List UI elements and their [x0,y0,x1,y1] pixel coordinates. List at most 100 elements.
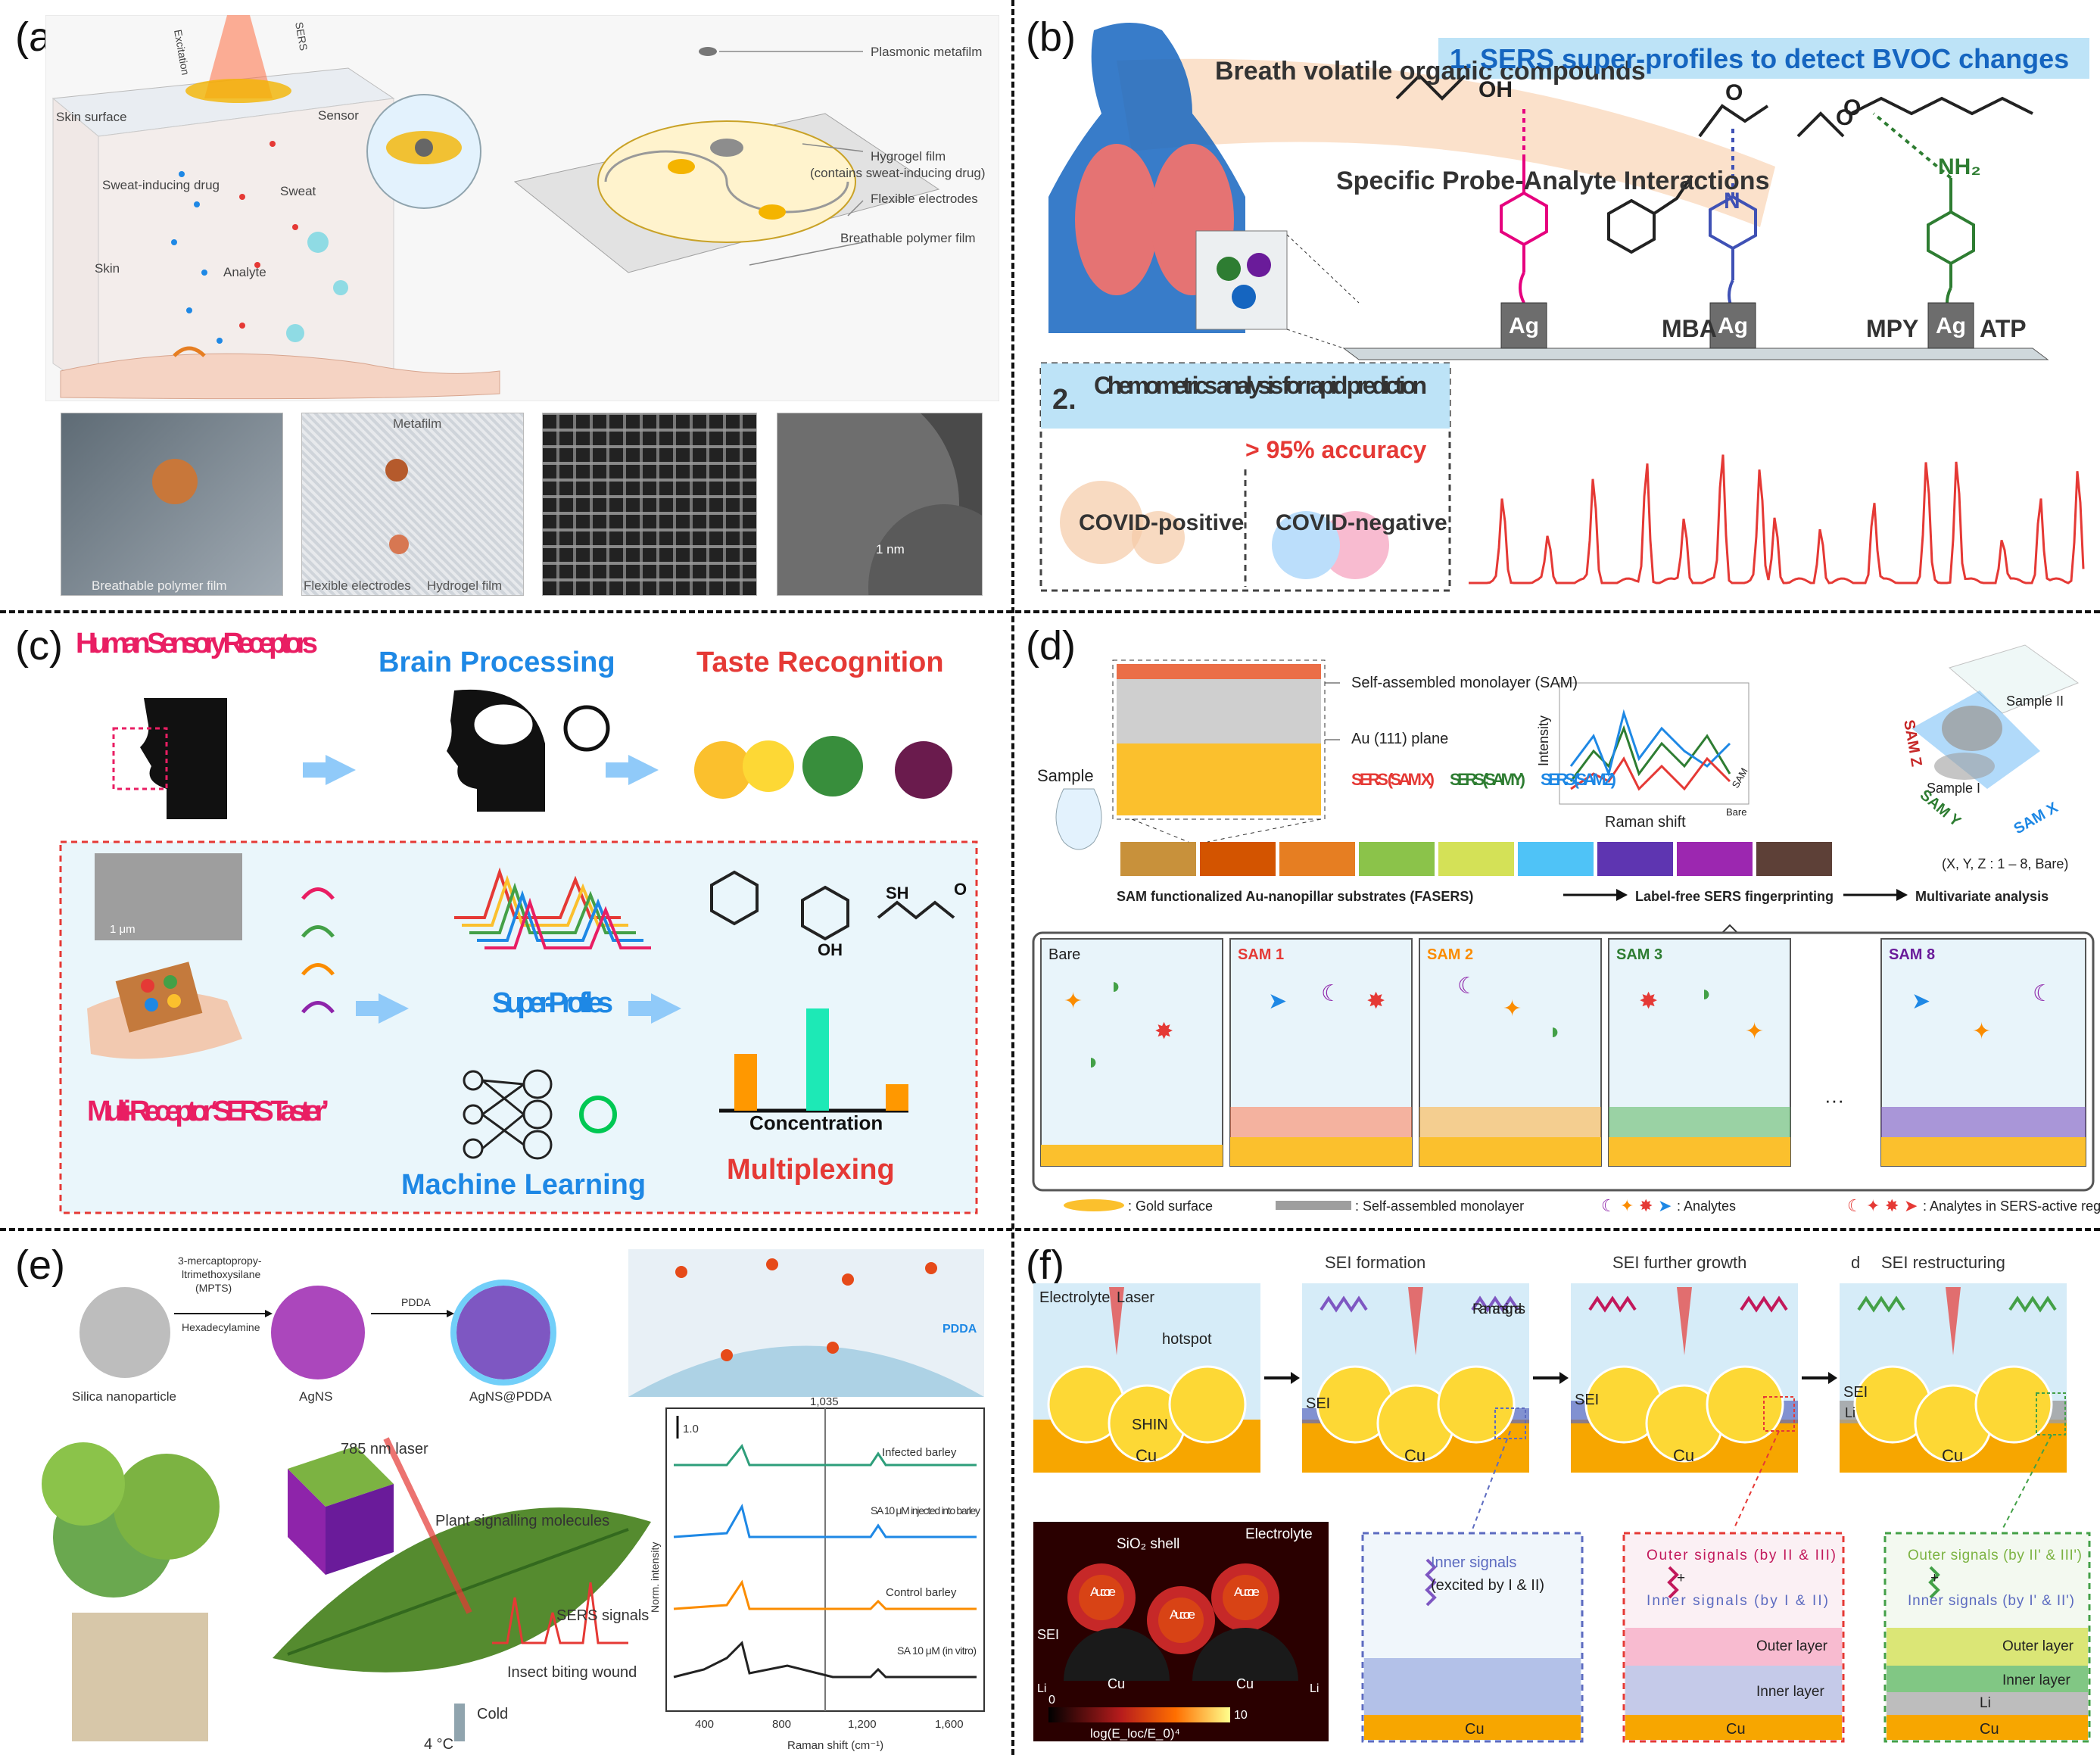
svg-text:✦: ✦ [1866,1196,1880,1215]
svg-text:✸: ✸ [1885,1196,1899,1215]
svg-text:✦: ✦ [1064,989,1083,1014]
photo-tem-closeup: 1 nm [777,413,983,596]
d-label: d [1851,1253,1860,1272]
box-sam3: SAM 3 [1616,946,1662,963]
fasers-schematic: ✦◗ ✸◗ ➤☾ ✸☾ ✦◗ ✸◗ ✦➤ ✦☾ ☾✦✸➤ ☾✦✸➤ Self-a… [1032,644,2100,1215]
trace-sa-injected: SA 10 μM injected into barley [871,1504,980,1517]
legend-sam: : Self-assembled monolayer [1355,1199,1524,1214]
raman-signals-label: Raman signals [1472,1301,1525,1317]
atom-oh-c: OH [818,940,843,959]
sei-label-4: SEI [1843,1384,1868,1401]
flow-fasers: SAM functionalized Au-nanopillar substra… [1117,889,1473,904]
mpts-line1: 3-mercaptopropy- [178,1255,262,1267]
probe-interactions: Specific Probe-Analyte Interactions [1336,167,1770,195]
box-bare: Bare [1048,946,1080,963]
xtick-1200: 1,200 [848,1718,877,1731]
field-scale-label: log(E_loc/E_0)⁴ [1090,1726,1180,1741]
photo2-metafilm-label: Metafilm [393,416,442,431]
field-shell: SiO₂ shell [1117,1536,1179,1552]
panel-a: (a) [0,0,1007,606]
atom-o-c: O [954,880,967,899]
svg-text:◗: ◗ [1548,1019,1562,1044]
photo1-caption: Breathable polymer film [92,578,227,593]
svg-text:☾: ☾ [1847,1196,1862,1215]
multi-receptor-label: Multi-Receptor ‘SERS Taster’ [87,1096,329,1127]
flow-fingerprinting: Label-free SERS fingerprinting [1635,889,1834,904]
silica-label: Silica nanoparticle [72,1389,176,1404]
field-sei: SEI [1037,1627,1059,1642]
cu-label-3: Cu [1673,1446,1694,1465]
human-receptors-title: Human Sensory Receptors [76,628,318,659]
scalebar-label: 1.0 [683,1423,699,1435]
signalling-label: Plant signalling molecules [435,1513,609,1529]
sensor-schematic: Plasmonic metafilm Hygrogel film (contai… [45,15,999,401]
covid-negative: COVID-negative [1276,510,1447,535]
field-scale-max: 10 [1234,1709,1248,1722]
photo-metafilm: Metafilm Flexible electrodes Hydrogel fi… [301,413,524,596]
panel-c: (c) Human Sensory Receptors Brain Proces… [0,615,1007,1224]
intensity-label: Intensity [1536,715,1551,766]
outer-box-outer: Outer signals (by II & III) [1647,1548,1836,1563]
restr-box-outer-layer: Outer layer [2002,1638,2074,1654]
inner-box-line2: (excited by I & II) [1431,1577,1544,1594]
pdda-network-label: PDDA [943,1323,977,1336]
laser-label-f: Laser [1117,1289,1154,1306]
multiplexing-label: Multiplexing [727,1154,895,1186]
step2-number: 2. [1052,384,1076,416]
field-electrolyte: Electrolyte [1245,1526,1313,1542]
sers-taster-schematic: Human Sensory Receptors Brain Processing… [59,628,978,1214]
svg-text:✸: ✸ [1639,1196,1653,1215]
taste-title: Taste Recognition [696,647,944,678]
label-plasmonic-metafilm: Plasmonic metafilm [871,45,982,59]
sei-schematic: SEI formation SEI further growth d SEI r… [1033,1253,2091,1743]
trace-sa-invitro: SA 10 μM (in vitro) [897,1644,977,1657]
svg-text:☾: ☾ [2033,981,2053,1006]
svg-text:➤: ➤ [1658,1196,1672,1215]
label-hydrogel-film: Hygrogel film [871,149,946,164]
plant-sers-schematic: 3-mercaptopropy- ltrimethoxysilane (MPTS… [42,1249,985,1753]
xyz-note: (X, Y, Z : 1 – 8, Bare) [1942,856,2068,871]
label-analyte: Analyte [223,265,266,279]
restr-box-inner: Inner signals (by I' & II') [1908,1593,2074,1609]
field-au-1: Au core [1090,1585,1116,1599]
breath-title: Breath volatile organic compounds [1215,57,1646,86]
laser-label: 785 nm laser [341,1441,428,1457]
label-flexible-electrodes: Flexible electrodes [871,192,978,206]
outer-box-inner-layer: Inner layer [1756,1684,1824,1700]
raman-shift-label: Raman shift [1605,814,1686,831]
hotspot-label: hotspot [1162,1331,1212,1348]
sample-i: Sample I [1927,781,1980,796]
spectra-xlabel: Raman shift (cm⁻¹) [787,1739,883,1752]
sam-note: Self-assembled monolayer (SAM) [1351,675,1578,691]
restr-box-outer: Outer signals (by II' & III') [1908,1548,2082,1563]
photo4-scale-label: 1 nm [876,542,905,556]
vertical-divider [1011,0,1014,1755]
field-scale-min: 0 [1048,1694,1055,1707]
mpts-line2: ltrimethoxysilane [182,1268,260,1280]
restr-box-li: Li [1980,1695,1991,1711]
accuracy-label: > 95% accuracy [1245,436,1427,463]
legend-gold: : Gold surface [1128,1199,1213,1214]
outer-box-inner: Inner signals (by I & II) [1647,1593,1828,1609]
svg-text:✸: ✸ [1154,1019,1173,1044]
sers-y: SERS (SAM Y) [1450,770,1525,789]
svg-text:➤: ➤ [1911,989,1930,1014]
ag-3: Ag [1936,313,1966,338]
xtick-400: 400 [695,1718,714,1731]
spectra-ylabel: Norm. intensity [649,1542,661,1613]
photo-breathable-film: Breathable polymer film [61,413,283,596]
label-sers: SERS [293,21,310,51]
restr-box-cu: Cu [1980,1721,1999,1738]
li-label-4: Li [1845,1405,1855,1420]
label-skin-surface: Skin surface [56,110,127,124]
stage-title-2: SEI further growth [1612,1253,1746,1272]
sample-ii: Sample II [2006,694,2064,709]
panel-d: (d) [1018,615,2100,1224]
field-cu-2: Cu [1236,1676,1254,1691]
box-sam2: SAM 2 [1427,946,1473,963]
cu-label-1: Cu [1136,1446,1157,1465]
ag-1: Ag [1509,313,1539,338]
probe-atp: ATP [1980,315,2027,342]
atom-sh-c: SH [886,884,909,902]
label-breathable-polymer: Breathable polymer film [840,231,976,245]
